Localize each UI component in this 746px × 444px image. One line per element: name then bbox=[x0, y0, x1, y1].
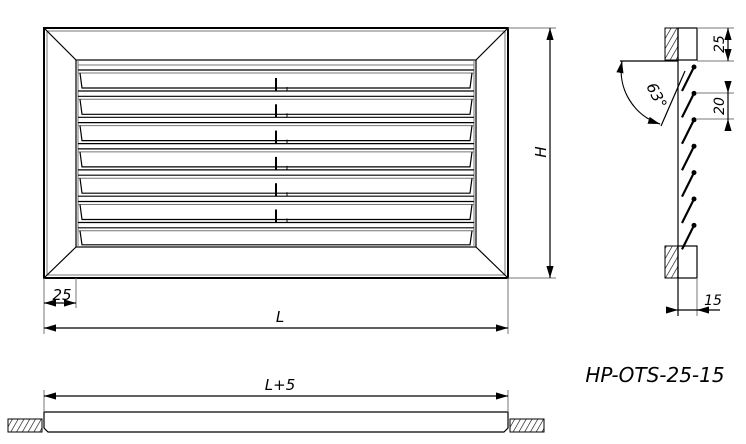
inner-frame bbox=[75, 59, 477, 248]
side-louver-blade bbox=[681, 222, 697, 250]
louver-blade bbox=[78, 95, 474, 118]
dim-overall-label: L+5 bbox=[265, 376, 295, 394]
side-louver-blade bbox=[681, 143, 697, 171]
side-louver-blade bbox=[681, 196, 697, 224]
front-dimensions: H L 25 bbox=[43, 27, 556, 334]
dim-height-label: H bbox=[532, 146, 550, 157]
side-louver-blade bbox=[681, 170, 697, 198]
dim-depth-label: 15 bbox=[704, 293, 722, 309]
louvers bbox=[78, 64, 474, 246]
dim-width-label: L bbox=[276, 308, 284, 326]
side-louvers bbox=[681, 64, 697, 250]
louver-blade bbox=[78, 227, 474, 246]
outer-frame bbox=[43, 27, 509, 279]
bottom-view: L+5 bbox=[7, 376, 545, 433]
side-louver-blade bbox=[681, 64, 697, 92]
louver-blade bbox=[78, 69, 474, 92]
side-louver-blade bbox=[681, 90, 697, 118]
front-view bbox=[43, 27, 509, 279]
side-louver-blade bbox=[681, 117, 697, 145]
dim-frame-top-label: 25 bbox=[712, 35, 728, 53]
dim-pitch-label: 20 bbox=[712, 97, 728, 115]
louver-blade bbox=[78, 200, 474, 224]
angle-label: 63° bbox=[642, 80, 670, 112]
louver-blade bbox=[78, 148, 474, 171]
louver-blade bbox=[78, 121, 474, 145]
model-code: HP-OTS-25-15 bbox=[585, 363, 724, 387]
dim-frame-label: 25 bbox=[52, 286, 71, 304]
louver-blade bbox=[78, 174, 474, 197]
side-view: 63° 25 20 15 bbox=[616, 27, 734, 316]
